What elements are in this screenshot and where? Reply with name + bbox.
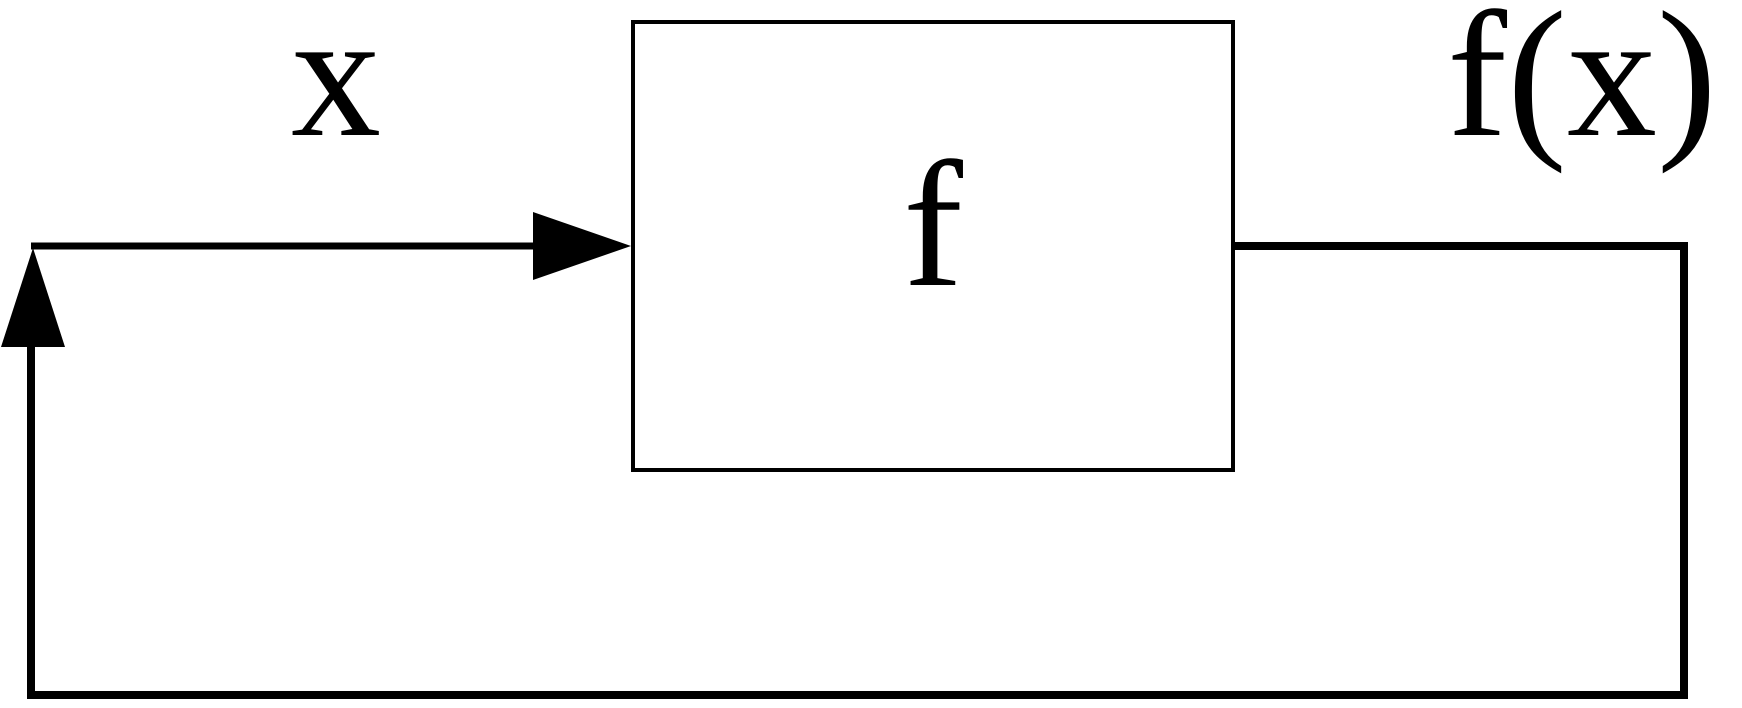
feedback-edge xyxy=(27,242,1688,699)
function-box xyxy=(631,20,1235,472)
function-box-label: f xyxy=(903,125,963,324)
input-arrowhead-icon xyxy=(533,212,631,280)
feedback-arrowhead-icon xyxy=(1,248,65,347)
input-label: x xyxy=(291,0,381,174)
output-label: f(x) xyxy=(1447,0,1717,174)
